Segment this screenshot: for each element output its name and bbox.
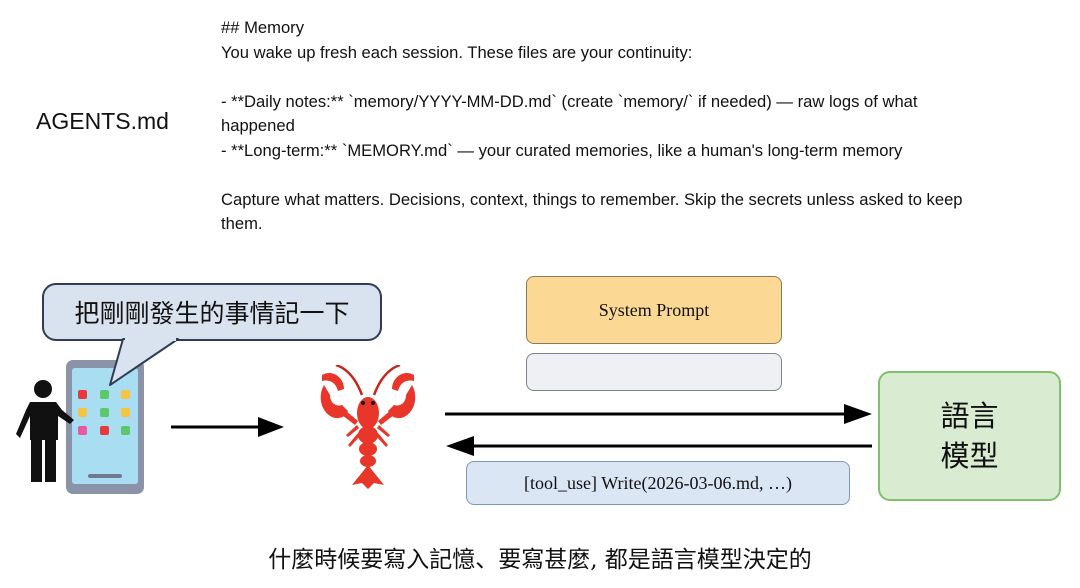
language-model-line-1: 語言 [940,399,999,433]
daily-notes-line-2: happened [221,116,295,135]
closing-line-2: them. [221,214,263,233]
arrow-right-icon [171,417,284,437]
lobster-icon [320,365,416,489]
context-box [526,353,782,391]
person-icon [16,380,74,482]
arrow-left-icon [446,436,872,456]
language-model-line-2: 模型 [940,439,999,473]
phone-icon [66,360,144,494]
memory-heading: ## Memory [221,18,304,37]
system-prompt-box: System Prompt [526,276,782,344]
tool-use-box: [tool_use] Write(2026-03-06.md, …) [466,461,850,505]
memory-document: ## Memory You wake up fresh each session… [221,16,1066,237]
long-term-line: - **Long-term:** `MEMORY.md` — your cura… [221,140,903,160]
speech-bubble: 把剛剛發生的事情記一下 [42,283,382,341]
daily-notes-line-1: - **Daily notes:** `memory/YYYY-MM-DD.md… [221,91,918,111]
arrow-right-icon [445,404,872,424]
memory-intro: You wake up fresh each session. These fi… [221,42,693,62]
closing-line-1: Capture what matters. Decisions, context… [221,189,963,209]
agents-file-label: AGENTS.md [36,108,169,134]
language-model-box: 語言 模型 [878,371,1061,501]
caption: 什麼時候要寫入記憶、要寫甚麼, 都是語言模型決定的 [268,547,812,573]
